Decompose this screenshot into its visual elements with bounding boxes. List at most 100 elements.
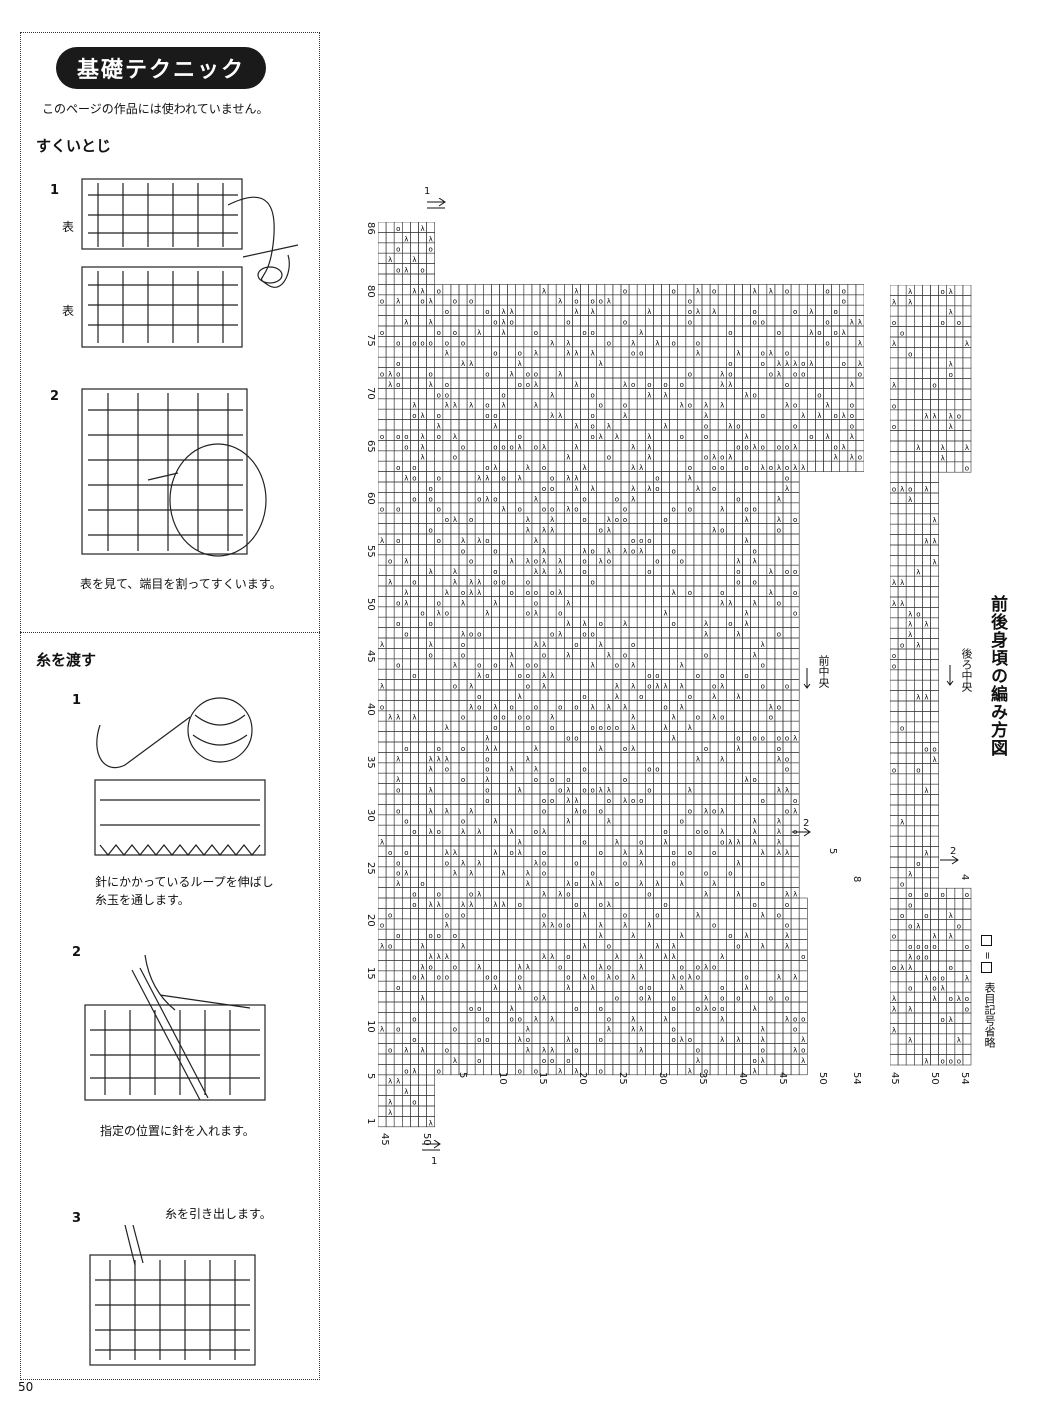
chart-cell [677,720,687,732]
chart-cell [669,512,679,524]
chart-cell [717,554,727,566]
chart-cell [677,887,687,899]
chart-cell [442,876,452,888]
chart-cell [847,284,857,296]
chart-symbol: λ [753,443,757,451]
chart-cell [418,388,427,400]
chart-cell [385,512,395,524]
chart-cell [499,627,508,639]
chart-cell [378,814,387,826]
chart-symbol: o [647,891,651,899]
chart-symbol: o [558,610,562,618]
chart-cell [790,554,800,566]
chart-cell [555,1022,565,1034]
chart-symbol: λ [445,807,449,815]
chart-cell [474,596,484,608]
chart-cell [717,346,727,358]
chart-cell [661,336,670,348]
chart-cell [434,1012,444,1024]
chart-symbol: o [518,974,522,982]
chart-cell [466,346,476,358]
chart-cell [669,700,679,712]
chart-cell [717,294,727,306]
chart-symbol: λ [809,308,813,316]
chart-symbol: λ [663,391,667,399]
chart-cell [499,814,508,826]
chart-cell [531,460,541,472]
chart-cell [734,720,743,732]
chart-cell [620,928,630,940]
chart-symbol: o [712,683,716,691]
chart-cell [709,388,719,400]
chart-cell [701,700,711,712]
technique-panel [20,32,320,1380]
chart-symbol: o [591,412,595,420]
chart-cell [596,949,606,961]
chart-cell [701,554,711,566]
chart-symbol: λ [582,943,586,951]
chart-cell [774,887,784,899]
chart-cell [474,741,484,753]
chart-cell [547,1001,557,1013]
chart-symbol: o [412,579,416,587]
chart-cell [790,991,800,1003]
chart-symbol: o [761,443,765,451]
chart-cell [750,450,760,462]
chart-cell [401,824,411,836]
chart-symbol: λ [623,381,627,389]
chart-cell [580,336,589,348]
chart-cell [572,772,581,784]
chart-cell [572,1012,581,1024]
chart-cell [628,804,638,816]
chart-cell [669,783,679,795]
chart-symbol: λ [623,547,627,555]
chart-symbol: λ [558,631,562,639]
chart-cell [410,866,419,878]
chart-cell [734,544,743,556]
chart-cell [523,627,533,639]
chart-cell [758,616,768,628]
chart-cell [669,304,679,316]
chart-symbol: o [785,443,789,451]
chart-symbol: λ [631,495,635,503]
chart-cell [442,627,452,639]
chart-symbol: o [680,381,684,389]
chart-cell [580,710,589,722]
chart-symbol: o [655,558,659,566]
chart-cell [766,502,776,514]
chart-cell [766,814,776,826]
chart-cell [515,814,525,826]
chart-cell [742,1001,751,1013]
chart-cell [701,1012,711,1024]
chart-cell [410,720,419,732]
chart-cell [442,939,452,951]
chart-cell [588,1043,598,1055]
chart-cell [515,752,525,764]
chart-symbol: o [380,506,384,514]
chart-cell [685,856,695,868]
chart-symbol: o [639,797,643,805]
chart-cell [669,575,679,587]
chart-cell [790,627,800,639]
chart-symbol: λ [704,995,708,1003]
chart-symbol: λ [793,974,797,982]
chart-symbol: λ [680,932,684,940]
chart-cell [604,460,614,472]
chart-symbol: o [429,339,433,347]
chart-cell [628,835,638,847]
chart-cell [596,710,606,722]
chart-cell [531,544,541,556]
chart-cell [418,627,427,639]
chart-symbol: o [696,974,700,982]
chart-symbol: λ [550,412,554,420]
chart-symbol: λ [388,256,392,264]
chart-cell [669,471,679,483]
chart-cell [515,315,525,327]
chart-symbol: o [720,454,724,462]
chart-cell [410,356,419,368]
chart-cell [742,523,751,535]
chart-cell [806,388,816,400]
chart-cell [458,460,468,472]
chart-cell [742,679,751,691]
chart-cell [483,512,492,524]
